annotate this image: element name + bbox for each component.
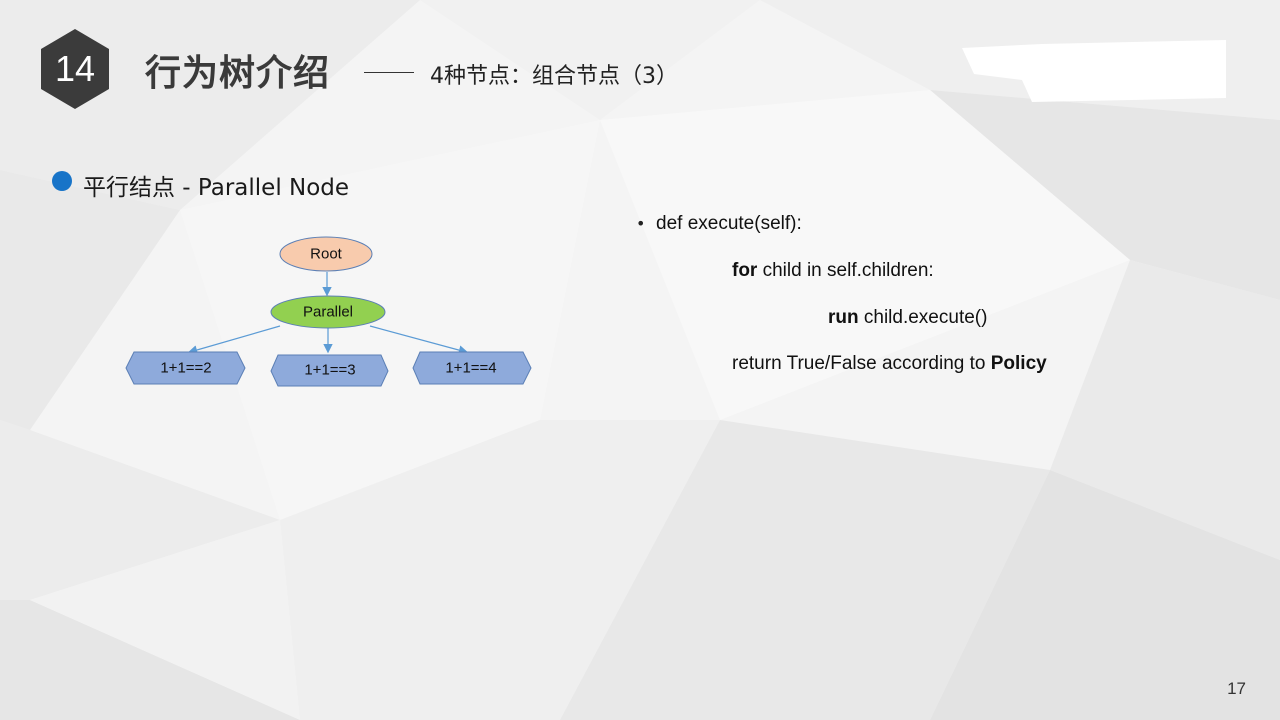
code-line-3-rest: child.execute() bbox=[858, 307, 988, 328]
child-node-shape-3 bbox=[412, 351, 532, 385]
code-bullet: • bbox=[636, 214, 646, 233]
code-line-4-rest: return True/False according to bbox=[732, 353, 991, 374]
section-heading: 平行结点 - Parallel Node bbox=[83, 175, 350, 201]
code-line-3: run child.execute() bbox=[828, 307, 987, 329]
code-line-1: def execute(self): bbox=[656, 213, 802, 234]
parallel-node-label: Parallel bbox=[302, 303, 354, 321]
page-title: 行为树介绍 bbox=[145, 53, 331, 94]
keyword-run: run bbox=[828, 307, 859, 328]
code-line-2: for child in self.children: bbox=[732, 260, 934, 282]
page-subtitle: 4种节点：组合节点（3） bbox=[430, 64, 678, 89]
keyword-for: for bbox=[732, 260, 758, 281]
child-node-label-3: 1+1==4 bbox=[445, 359, 497, 377]
edge-parallel-child-1 bbox=[187, 325, 281, 355]
child-node-label-1: 1+1==2 bbox=[160, 359, 212, 377]
edge-parallel-child-3 bbox=[369, 325, 469, 355]
title-divider bbox=[364, 72, 414, 73]
child-node-shape-2 bbox=[270, 354, 389, 387]
page-number: 17 bbox=[1227, 679, 1246, 698]
bullet-icon bbox=[52, 171, 72, 191]
keyword-policy: Policy bbox=[990, 353, 1047, 374]
section-number-badge bbox=[41, 29, 109, 109]
code-line-4: return True/False according to Policy bbox=[732, 353, 1047, 375]
section-number: 14 bbox=[54, 48, 96, 89]
child-node-label-2: 1+1==3 bbox=[304, 361, 356, 379]
tree-edges bbox=[125, 236, 532, 387]
logo-placeholder bbox=[962, 40, 1226, 102]
root-node-shape bbox=[279, 236, 373, 272]
root-node-label: Root bbox=[310, 245, 342, 263]
behavior-tree-diagram: Root Parallel 1+1==2 1+1==3 1+1==4 bbox=[120, 230, 540, 395]
parallel-node-shape bbox=[270, 295, 386, 329]
child-node-shape-1 bbox=[125, 351, 246, 385]
code-line-2-rest: child in self.children: bbox=[757, 260, 934, 281]
